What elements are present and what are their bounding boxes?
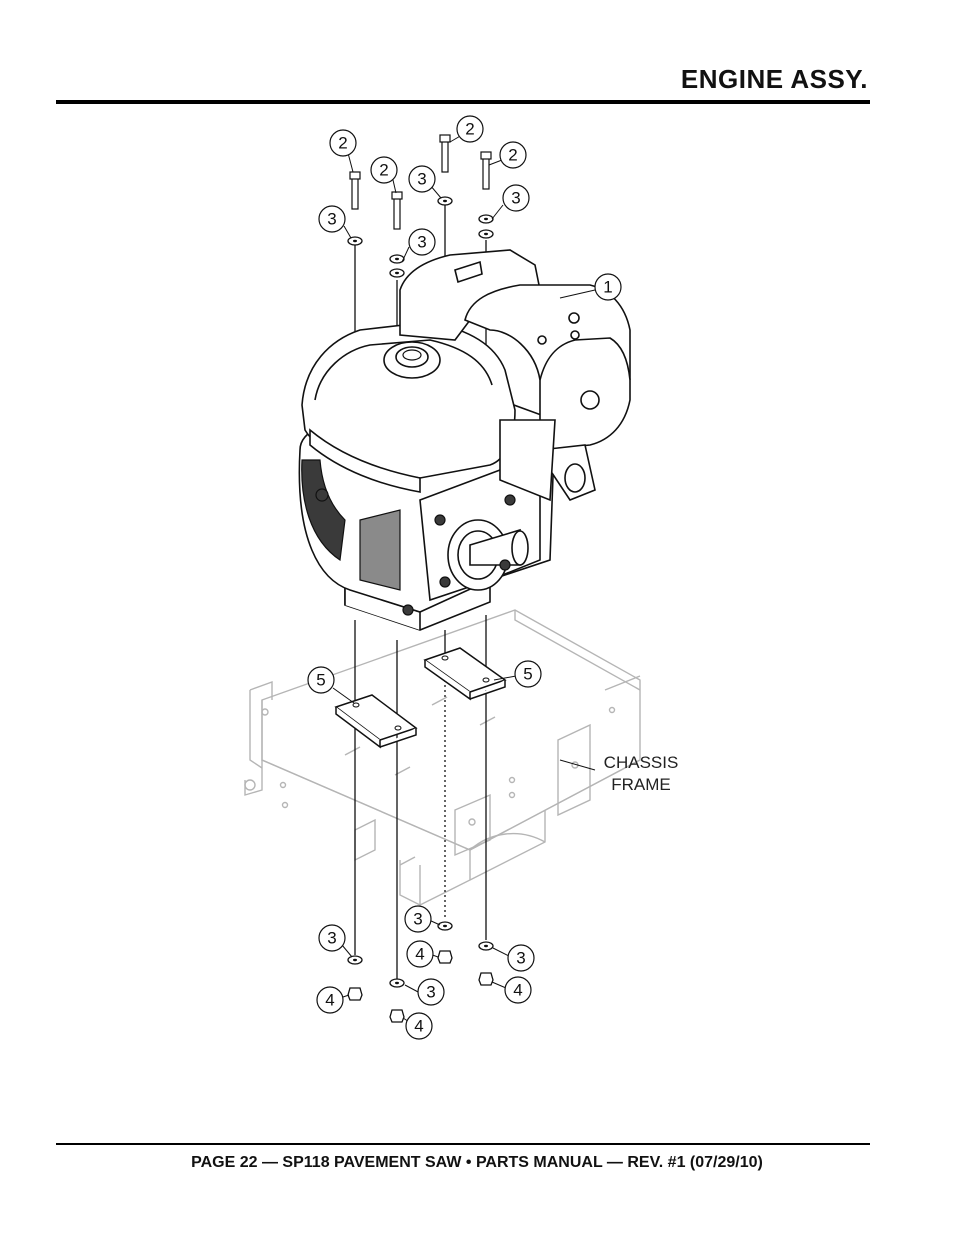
bottom-hardware (347, 921, 494, 1023)
callout-3-a: 3 (318, 205, 346, 233)
callout-4-c: 4 (504, 976, 532, 1004)
header-rule (56, 100, 870, 104)
callout-4-b: 4 (316, 986, 344, 1014)
footer-rule (56, 1143, 870, 1145)
svg-text:3: 3 (413, 910, 422, 929)
svg-text:3: 3 (417, 170, 426, 189)
svg-text:4: 4 (513, 981, 522, 1000)
callout-3-d: 3 (408, 228, 436, 256)
callout-3-h: 3 (417, 978, 445, 1006)
callout-2-c: 2 (456, 115, 484, 143)
svg-text:4: 4 (325, 991, 334, 1010)
top-washers (347, 196, 494, 278)
callout-2-a: 2 (329, 129, 357, 157)
svg-text:2: 2 (338, 134, 347, 153)
page-title: ENGINE ASSY. (680, 64, 868, 94)
callout-3-g: 3 (507, 944, 535, 972)
callout-2-d: 2 (499, 141, 527, 169)
top-bolts (349, 134, 492, 230)
callout-5-a: 5 (307, 666, 335, 694)
callout-1: 1 (594, 273, 622, 301)
svg-text:2: 2 (508, 146, 517, 165)
chassis-frame-label-line2: FRAME (611, 775, 671, 794)
page-footer: PAGE 22 — SP118 PAVEMENT SAW • PARTS MAN… (191, 1154, 763, 1171)
isolator-pads (334, 647, 507, 749)
engine (298, 249, 631, 631)
callout-3-c: 3 (502, 184, 530, 212)
svg-text:5: 5 (523, 665, 532, 684)
svg-text:3: 3 (417, 233, 426, 252)
svg-text:3: 3 (511, 189, 520, 208)
callout-5-b: 5 (514, 660, 542, 688)
callout-3-f: 3 (404, 905, 432, 933)
chassis-frame-label-line1: CHASSIS (604, 753, 679, 772)
callout-3-e: 3 (318, 924, 346, 952)
svg-text:4: 4 (415, 945, 424, 964)
svg-text:5: 5 (316, 671, 325, 690)
svg-text:3: 3 (516, 949, 525, 968)
callout-4-a: 4 (406, 940, 434, 968)
svg-text:3: 3 (426, 983, 435, 1002)
svg-text:3: 3 (327, 929, 336, 948)
callout-2-b: 2 (370, 156, 398, 184)
svg-text:2: 2 (379, 161, 388, 180)
svg-text:2: 2 (465, 120, 474, 139)
chassis-frame (244, 609, 641, 907)
svg-text:3: 3 (327, 210, 336, 229)
svg-text:4: 4 (414, 1017, 423, 1036)
callout-3-b: 3 (408, 165, 436, 193)
callout-4-d: 4 (405, 1012, 433, 1040)
svg-text:1: 1 (603, 278, 612, 297)
